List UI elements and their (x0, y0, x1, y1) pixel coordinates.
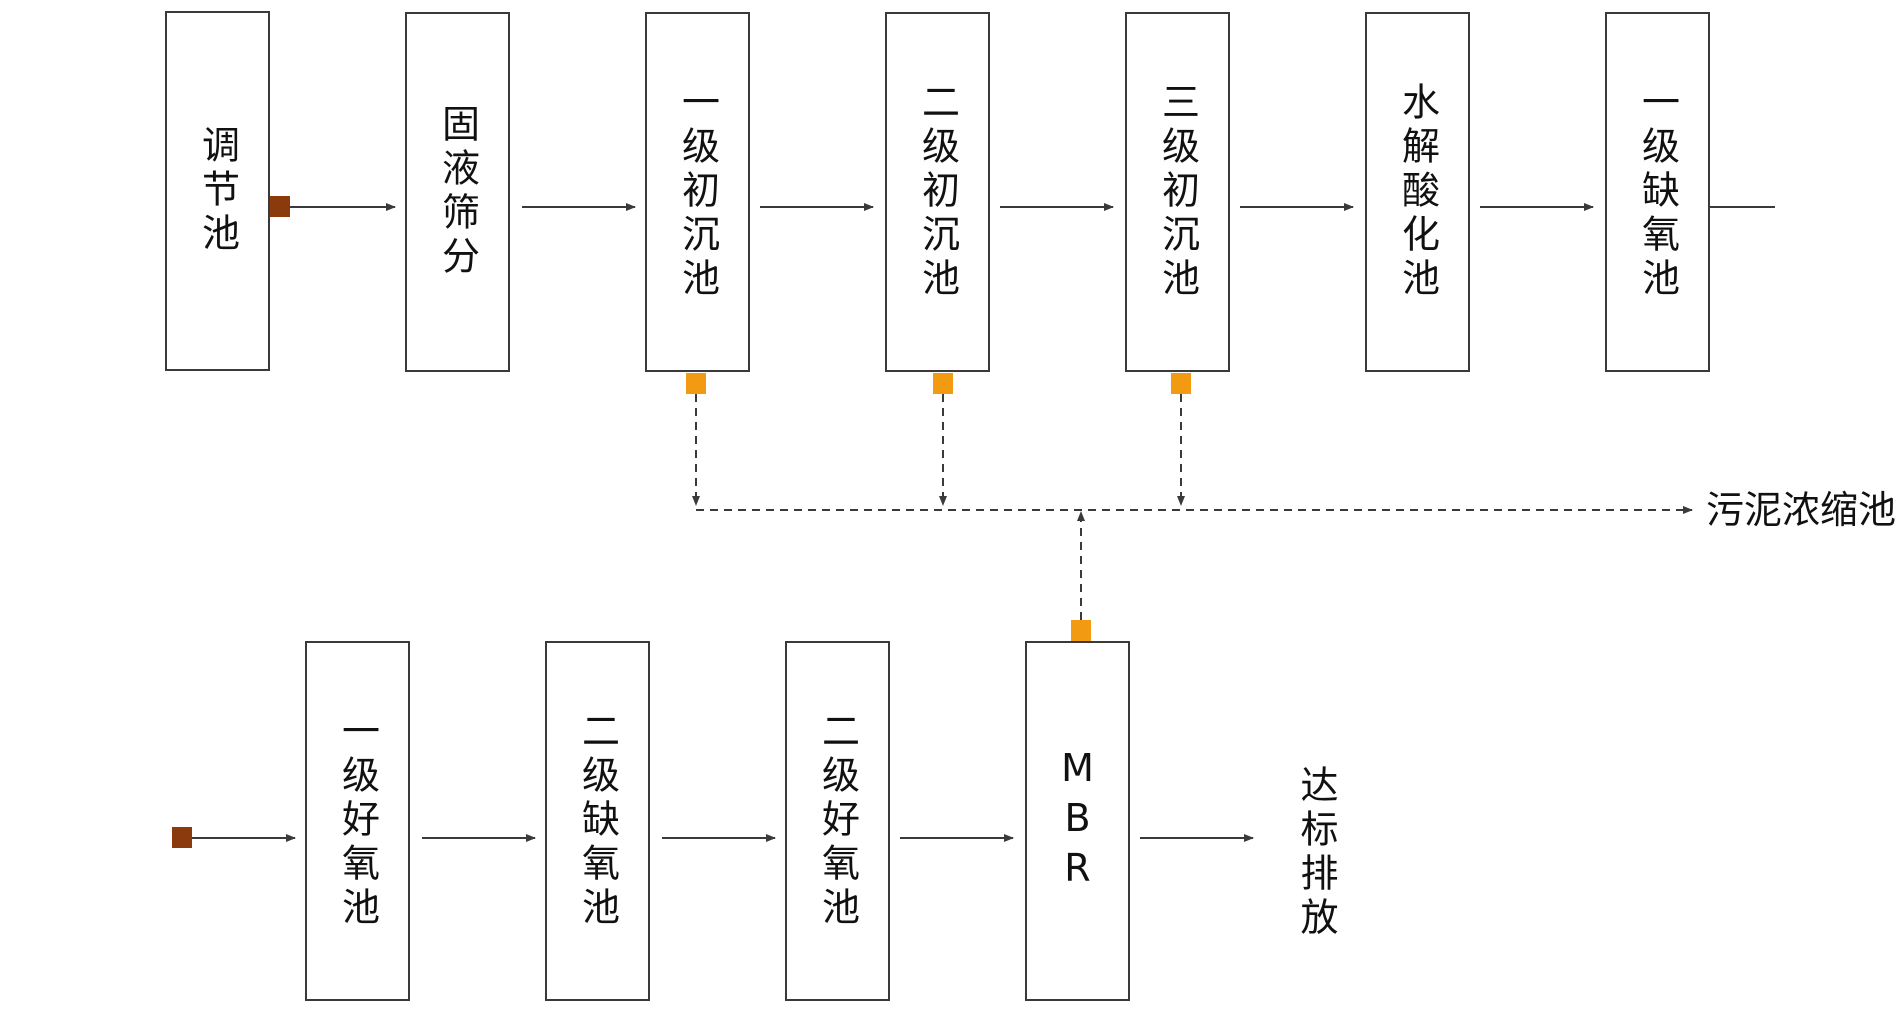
tank-label: 三级初沉池 (1155, 82, 1200, 302)
sludge-outlet-marker-mbr (1071, 620, 1091, 641)
tank-label: 二级缺氧池 (575, 711, 620, 931)
tank-tiaojie: 调节池 (165, 11, 270, 371)
tank-label: 水解酸化池 (1395, 82, 1440, 302)
tank-queyang1: 一级缺氧池 (1605, 12, 1710, 372)
inlet-marker-top (270, 196, 290, 217)
tank-label: 一级好氧池 (335, 711, 380, 931)
inlet-marker-bottom (172, 827, 192, 848)
tank-shuijie: 水解酸化池 (1365, 12, 1470, 372)
tank-queyang2: 二级缺氧池 (545, 641, 650, 1001)
sludge-outlet-marker-chuchen2 (933, 373, 953, 394)
tank-label: 固液筛分 (435, 104, 480, 280)
tank-chuchen2: 二级初沉池 (885, 12, 990, 372)
tank-label: 一级缺氧池 (1635, 82, 1680, 302)
tank-guye: 固液筛分 (405, 12, 510, 372)
discharge-label: 达标排放 (1294, 765, 1338, 941)
sludge-thickener-label: 污泥浓缩池 (1706, 488, 1897, 532)
tank-label: 二级好氧池 (815, 711, 860, 931)
tank-label: 一级初沉池 (675, 82, 720, 302)
tank-haoyang2: 二级好氧池 (785, 641, 890, 1001)
tank-mbr: MBR (1025, 641, 1130, 1001)
tank-chuchen1: 一级初沉池 (645, 12, 750, 372)
sludge-outlet-marker-chuchen3 (1171, 373, 1191, 394)
tank-label: 调节池 (195, 125, 240, 257)
tank-haoyang1: 一级好氧池 (305, 641, 410, 1001)
sludge-outlet-marker-chuchen1 (686, 373, 706, 394)
tank-chuchen3: 三级初沉池 (1125, 12, 1230, 372)
tank-label: 二级初沉池 (915, 82, 960, 302)
tank-label: MBR (1055, 746, 1100, 896)
